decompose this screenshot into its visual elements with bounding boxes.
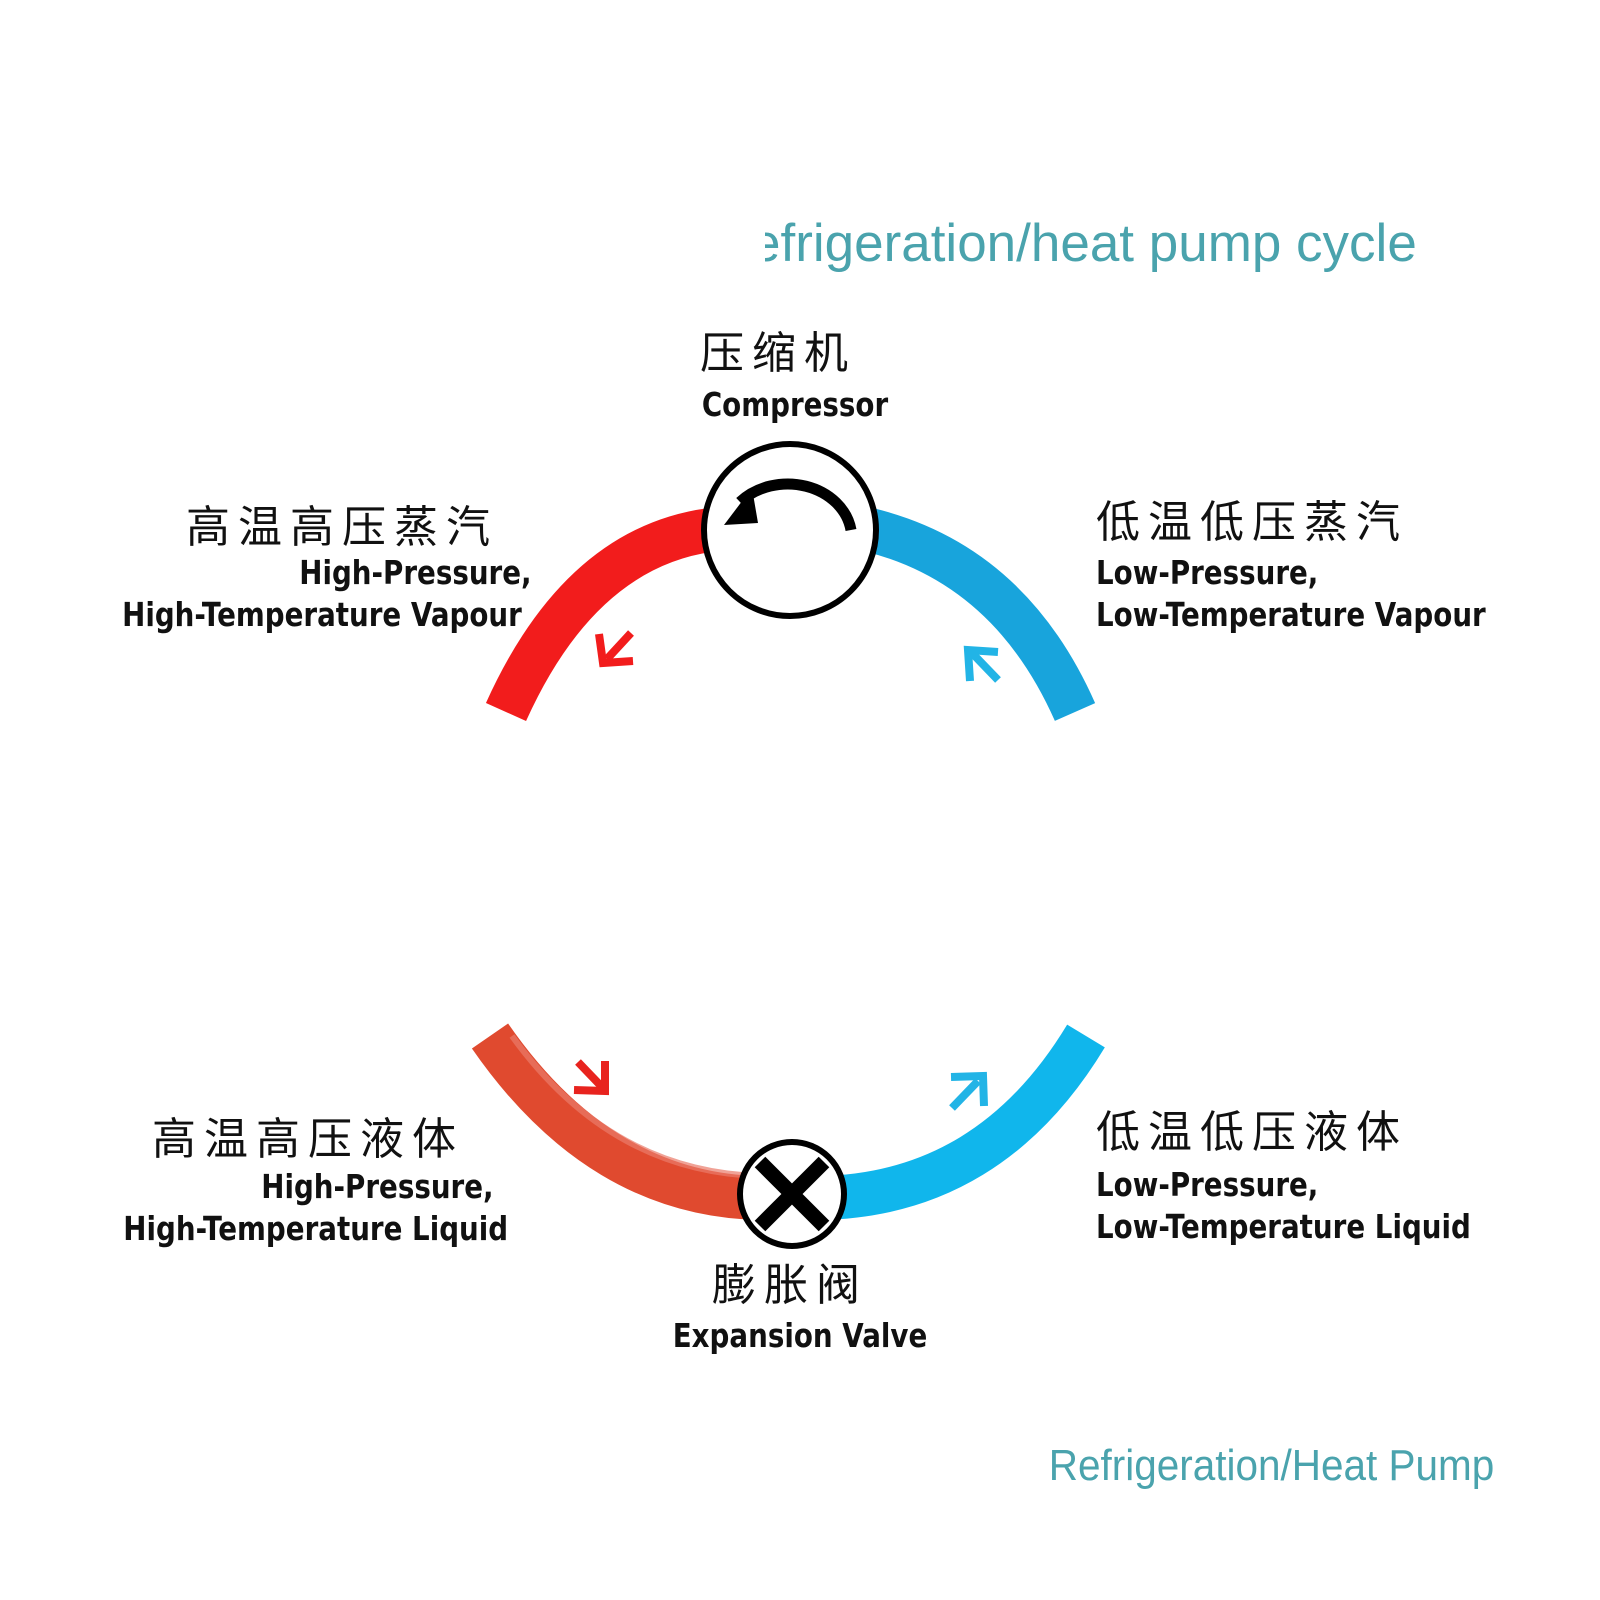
compressor-label-zh: 压缩机 (700, 328, 856, 379)
lp-liquid-label-en-2: Low-Temperature Liquid (1096, 1207, 1471, 1246)
diagram-title: efrigeration/heat pump cycle (765, 214, 1417, 273)
hp-vapour-label-en-1: High-Pressure, (299, 553, 532, 592)
hot-vapour-line (485, 508, 714, 722)
hot-liquid-line (471, 1023, 761, 1220)
arrow-down-right-icon (573, 1059, 609, 1096)
arrow-down-left-icon (595, 630, 634, 668)
arrow-up-left-icon (963, 645, 1001, 683)
hp-vapour-label-en-2: High-Temperature Vapour (122, 595, 522, 634)
lp-vapour-label-zh: 低温低压蒸汽 (1096, 497, 1408, 548)
lp-vapour-label-en-2: Low-Temperature Vapour (1096, 595, 1486, 634)
x-valve-icon (737, 1139, 847, 1249)
rotate-ccw-icon (724, 478, 857, 532)
lp-liquid-label-en-1: Low-Pressure, (1096, 1165, 1319, 1204)
lp-vapour-label-en-1: Low-Pressure, (1096, 553, 1319, 592)
expansion-valve-label-zh: 膨胀阀 (712, 1260, 868, 1311)
cold-liquid-line (819, 1024, 1105, 1220)
compressor-circle (701, 441, 879, 619)
diagram-footer: Refrigeration/Heat Pump (1048, 1441, 1494, 1490)
hp-liquid-label-en-2: High-Temperature Liquid (123, 1209, 508, 1248)
hp-vapour-label-zh: 高温高压蒸汽 (186, 502, 498, 553)
arrow-up-right-icon (949, 1071, 988, 1111)
hp-liquid-label-zh: 高温高压液体 (152, 1114, 464, 1165)
cold-vapour-line (864, 508, 1096, 722)
hot-liquid-line-highlight (509, 1034, 761, 1179)
hp-liquid-label-en-1: High-Pressure, (261, 1167, 494, 1206)
lp-liquid-label-zh: 低温低压液体 (1096, 1107, 1408, 1158)
compressor-label-en: Compressor (701, 385, 889, 424)
expansion-valve-label-en: Expansion Valve (672, 1316, 928, 1355)
